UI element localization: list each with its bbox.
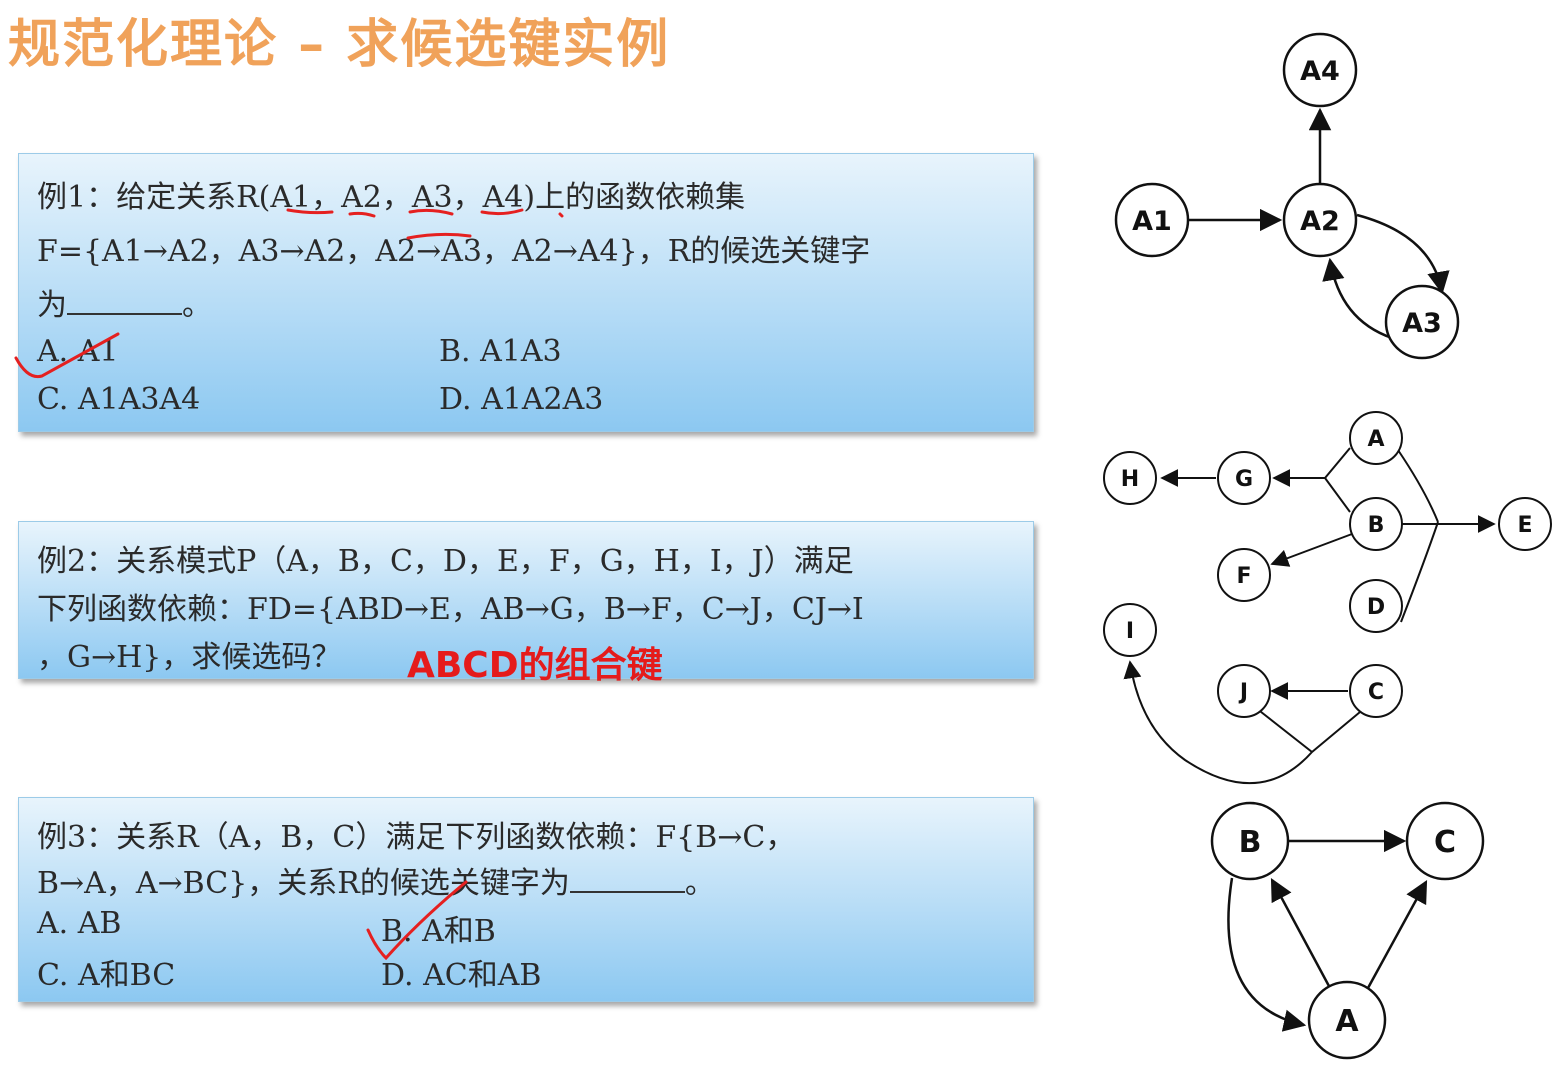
example-3-option-d: D. AC和AB [381, 958, 542, 993]
graph-3-nodes [1210, 801, 1485, 1060]
example-2-answer: ABCD的组合键 [407, 645, 663, 686]
graph-2 [1123, 447, 1496, 785]
node-d-label: D [1367, 595, 1385, 620]
node-c-3 [1405, 801, 1485, 881]
example-1-option-c: C. A1A3A4 [37, 382, 201, 417]
graph-3 [1227, 829, 1428, 1032]
node-a1 [1114, 182, 1190, 258]
page-title: 规范化理论 – 求候选键实例 [8, 15, 671, 75]
dependency-graphs: A1 A2 A3 A4 A B C D E F G [1103, 32, 1552, 1060]
example-2-line-2: 下列函数依赖：FD={ABD→E，AB→G，B→F，C→J，CJ→I [37, 592, 864, 627]
node-g [1217, 451, 1271, 505]
underline-mark [480, 208, 524, 216]
node-d [1349, 579, 1403, 633]
node-c [1349, 664, 1403, 718]
node-j [1217, 664, 1271, 718]
graph-2-nodes [1103, 411, 1552, 718]
underline-mark [406, 232, 472, 240]
node-a3 [1384, 284, 1460, 360]
node-a-3-label: A [1335, 1004, 1359, 1039]
node-b-3 [1210, 801, 1290, 881]
node-e [1498, 497, 1552, 551]
node-a3-label: A3 [1402, 308, 1442, 339]
example-1-box: 例1：给定关系R(A1，A2，A3，A4)上的函数依赖集 F={A1→A2，A3… [18, 153, 1034, 432]
node-a1-label: A1 [1132, 206, 1172, 237]
graph-1-nodes [1114, 32, 1460, 360]
node-f-label: F [1236, 564, 1251, 589]
check-mark-icon [366, 880, 468, 961]
node-h [1103, 451, 1157, 505]
node-b [1349, 497, 1403, 551]
node-b-3-label: B [1239, 825, 1262, 860]
underline-mark [286, 208, 334, 215]
example-3-option-a: A. AB [37, 906, 122, 941]
example-3-line-1: 例3：关系R（A，B，C）满足下列函数依赖：F{B→C， [37, 820, 796, 855]
node-i [1103, 603, 1157, 657]
node-i-label: I [1126, 619, 1134, 644]
dot-mark [558, 212, 564, 218]
example-1-line-3: 为。 [37, 280, 212, 324]
node-a [1349, 411, 1403, 465]
example-1-line-3-prefix: 为 [37, 288, 67, 323]
example-3-option-c: C. A和BC [37, 958, 176, 993]
answer-blank [67, 287, 182, 315]
example-2-line-3: ，G→H}，求候选码？ [37, 640, 342, 675]
example-1-option-b: B. A1A3 [439, 334, 562, 369]
node-j-label: J [1238, 680, 1248, 705]
node-h-label: H [1121, 467, 1139, 492]
node-a2-label: A2 [1300, 206, 1340, 237]
example-3-box: 例3：关系R（A，B，C）满足下列函数依赖：F{B→C， B→A，A→BC}，关… [18, 797, 1034, 1002]
example-3-line-2-suffix: 。 [684, 866, 715, 901]
example-3-line-2-prefix: B→A，A→BC}，关系R的候选关键字为 [37, 866, 570, 901]
example-3-option-b: B. A和B [381, 914, 496, 949]
node-a-3 [1307, 980, 1387, 1060]
node-e-label: E [1517, 513, 1532, 538]
example-1-option-d: D. A1A2A3 [439, 382, 604, 417]
node-f [1217, 548, 1271, 602]
node-a-label: A [1367, 427, 1384, 452]
node-a4-label: A4 [1300, 56, 1340, 87]
graph-1 [1189, 107, 1450, 340]
node-b-label: B [1368, 513, 1385, 538]
answer-blank [569, 865, 685, 893]
node-a4 [1282, 32, 1358, 108]
check-mark-icon [14, 332, 120, 379]
example-1-line-1: 例1：给定关系R(A1，A2，A3，A4)上的函数依赖集 [37, 180, 746, 215]
example-1-line-3-suffix: 。 [182, 288, 212, 323]
underline-mark [408, 208, 454, 216]
node-c-label: C [1368, 680, 1384, 705]
example-1-line-2: F={A1→A2，A3→A2，A2→A3，A2→A4}，R的候选关键字 [37, 234, 871, 269]
underline-mark [348, 211, 376, 218]
example-3-line-2: B→A，A→BC}，关系R的候选关键字为 。 [37, 858, 715, 902]
example-2-line-1: 例2：关系模式P（A，B，C，D，E，F，G，H，I，J）满足 [37, 544, 854, 579]
node-a2 [1282, 182, 1358, 258]
example-2-box: 例2：关系模式P（A，B，C，D，E，F，G，H，I，J）满足 下列函数依赖：F… [18, 521, 1034, 679]
node-g-label: G [1235, 467, 1253, 492]
node-c-3-label: C [1434, 825, 1456, 860]
